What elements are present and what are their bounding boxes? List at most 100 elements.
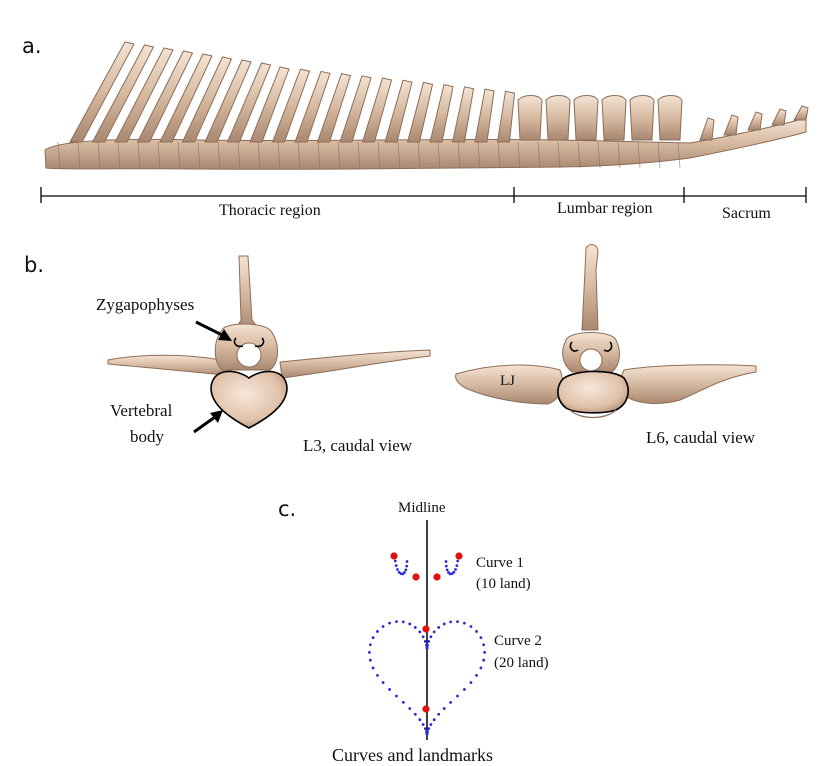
curve-1-label-line1: Curve 1 <box>476 555 524 571</box>
curve-2-semilandmark <box>456 620 459 623</box>
pointer-arrows <box>193 320 232 434</box>
spinous-processes <box>69 41 809 143</box>
curve-1-semilandmark <box>396 568 399 571</box>
panel-b-letter: b. <box>24 253 45 277</box>
fixed-landmark <box>422 705 430 713</box>
curve-2-semilandmark <box>376 630 379 633</box>
curve-2-semilandmark <box>425 646 429 650</box>
sacrum-label: Sacrum <box>722 205 771 222</box>
thoracic-region-label: Thoracic region <box>219 202 321 219</box>
thoracic-spinous-process <box>384 79 413 143</box>
vertebral-body-label-line1: Vertebral <box>110 401 173 420</box>
curve-2-semilandmark <box>368 643 372 647</box>
curve-2-semilandmark <box>413 712 417 716</box>
lj-label: LJ <box>500 373 515 389</box>
curve-2-semilandmark <box>429 723 433 726</box>
vertebra-joint <box>497 141 501 169</box>
vertebra-joint <box>677 141 681 169</box>
curve-2-semilandmark <box>418 718 422 722</box>
vertebral-body-arrowhead <box>210 410 223 423</box>
vertebra-joint <box>277 141 281 169</box>
vertebra-joint <box>437 141 441 169</box>
vertebra-joint <box>197 141 201 169</box>
curve-2-label-line1: Curve 2 <box>494 633 542 649</box>
curve-1-semilandmark <box>456 559 460 563</box>
vertebra-joint <box>617 141 621 169</box>
curve-2-semilandmark <box>371 666 375 670</box>
thoracic-spinous-process <box>159 53 213 143</box>
thoracic-spinous-process <box>181 56 233 143</box>
vertebra-joint <box>657 141 661 169</box>
curve-1-semilandmark <box>447 571 450 574</box>
curve-2-semilandmark <box>368 658 372 662</box>
vertebra-joint <box>557 141 561 169</box>
curve-2-semilandmark <box>421 723 425 726</box>
vertebra-joint <box>637 141 641 169</box>
thoracic-spinous-process <box>271 68 311 143</box>
l3-zygapophysis-right <box>254 337 265 348</box>
region-brackets <box>40 187 807 203</box>
vertebra-joint <box>217 141 221 169</box>
curve-1-semilandmark <box>455 564 459 568</box>
thoracic-spinous-process <box>226 62 272 143</box>
curve-1-semilandmark <box>393 559 397 563</box>
curve-2-semilandmark <box>425 643 428 647</box>
curve-2-semilandmark <box>469 681 473 684</box>
curve-2-semilandmark <box>381 625 385 628</box>
curve-2-semilandmark <box>401 620 405 624</box>
curve-2-semilandmark <box>442 622 446 626</box>
lumbar-region-label: Lumbar region <box>557 200 653 217</box>
curve-2-semilandmark <box>479 636 483 640</box>
zygapophyses-arrow-line <box>195 320 225 338</box>
curve-2-semilandmark <box>449 620 453 624</box>
curve-2-semilandmark <box>469 625 473 628</box>
vertebra-segments <box>57 141 681 169</box>
sacral-spine <box>771 108 787 126</box>
vertebra-joint <box>477 141 481 169</box>
landmark-diagram <box>368 520 486 740</box>
panel-c-letter: c. <box>278 497 297 521</box>
vertebra-joint <box>257 141 261 169</box>
curve-2-semilandmark <box>463 621 466 625</box>
vertebra-joint <box>117 141 121 169</box>
vertebral-body-label-line2: body <box>130 427 164 446</box>
curve-1-semilandmark <box>404 568 408 572</box>
curve-2-semilandmark <box>413 626 417 629</box>
curve-2-semilandmark <box>388 688 391 691</box>
vertebra-joint <box>77 141 81 169</box>
curve-2-semilandmark <box>401 700 405 704</box>
sacral-spine <box>747 111 763 131</box>
curve-2-semilandmark <box>456 694 459 698</box>
l3-spinous-process <box>234 255 262 331</box>
curve-1-semilandmark <box>454 568 457 571</box>
thoracic-spinous-process <box>249 66 290 143</box>
curve-2-semilandmark <box>395 694 398 698</box>
thoracic-spinous-process <box>114 47 174 143</box>
thoracic-spinous-process <box>361 77 393 143</box>
curve-2-semilandmark <box>388 621 391 625</box>
curve-1-semilandmark <box>394 564 398 568</box>
vertebra-joint <box>597 141 601 169</box>
vertebra-joint <box>577 141 581 169</box>
curve-2-semilandmark <box>408 707 412 710</box>
sacral-spine <box>793 105 809 121</box>
curve-2-semilandmark <box>432 630 436 634</box>
thoracic-spinous-process <box>204 59 252 143</box>
l6-vertebra <box>455 244 757 419</box>
lumbar-spinous-process <box>657 95 683 141</box>
curves-landmarks-caption: Curves and landmarks <box>332 745 493 765</box>
l3-vertebral-foramen <box>236 342 262 368</box>
curve-2-semilandmark <box>463 688 466 691</box>
l6-view-label: L6, caudal view <box>646 428 756 447</box>
thoracic-spinous-process <box>406 81 434 143</box>
curve-2-semilandmark <box>479 666 483 670</box>
l6-zygapophysis-left <box>569 341 579 352</box>
fixed-landmark <box>422 625 430 633</box>
midline-label: Midline <box>398 500 446 516</box>
curve-2-semilandmark <box>376 674 379 677</box>
vertebra-joint <box>317 141 321 169</box>
vertebra-joint <box>297 141 301 169</box>
l3-view-label: L3, caudal view <box>303 436 413 455</box>
curve-2-semilandmark <box>381 681 385 684</box>
